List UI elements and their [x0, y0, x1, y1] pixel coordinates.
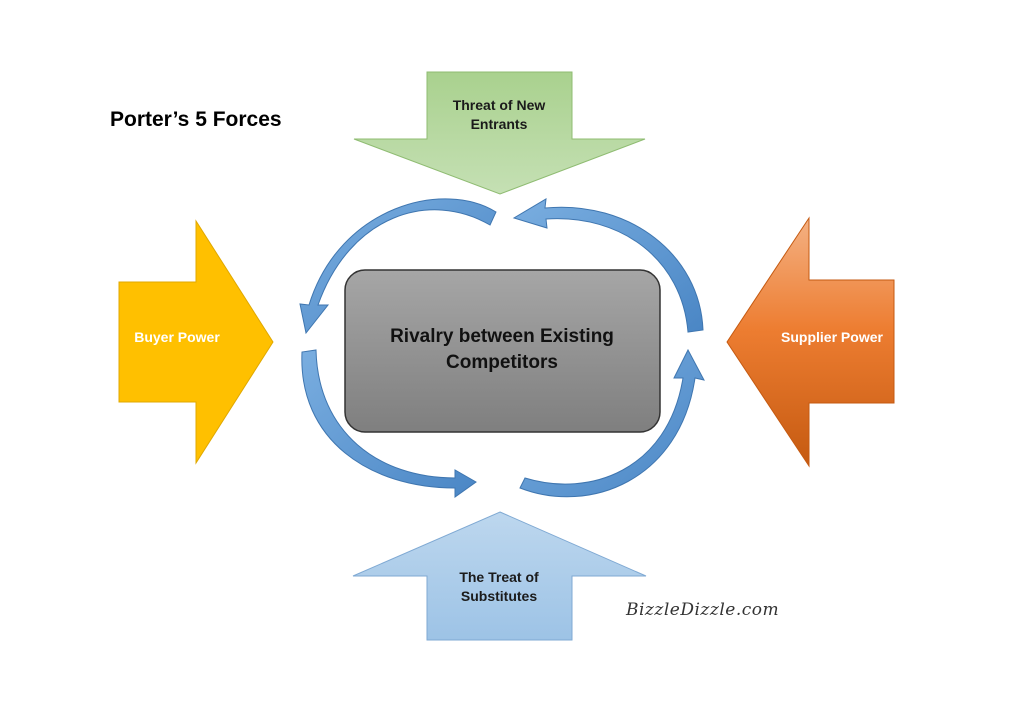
cycle-arrow-bottom-left [301, 349, 477, 498]
substitutes-arrow [352, 511, 647, 641]
new-entrants-arrow [353, 71, 646, 195]
rivalry-label: Rivalry between Existing Competitors [390, 326, 614, 373]
cycle-arrow-top-right [512, 198, 704, 333]
cycle-arrow-top-left [299, 198, 497, 335]
buyer-power-arrow [118, 219, 274, 465]
cycle-arrows [299, 198, 705, 498]
cycle-arrow-bottom-right [519, 348, 705, 498]
supplier-power-arrow [726, 216, 895, 468]
watermark: BizzleDizzle.com [626, 600, 780, 620]
supplier-power-label: Supplier Power [781, 328, 883, 345]
page-title: Porter’s 5 Forces [110, 108, 282, 131]
rivalry-box [344, 269, 661, 433]
substitutes-label: The Treat of Substitutes [459, 569, 539, 604]
new-entrants-label: Threat of New Entrants [452, 97, 546, 132]
buyer-power-label: Buyer Power [134, 328, 220, 345]
